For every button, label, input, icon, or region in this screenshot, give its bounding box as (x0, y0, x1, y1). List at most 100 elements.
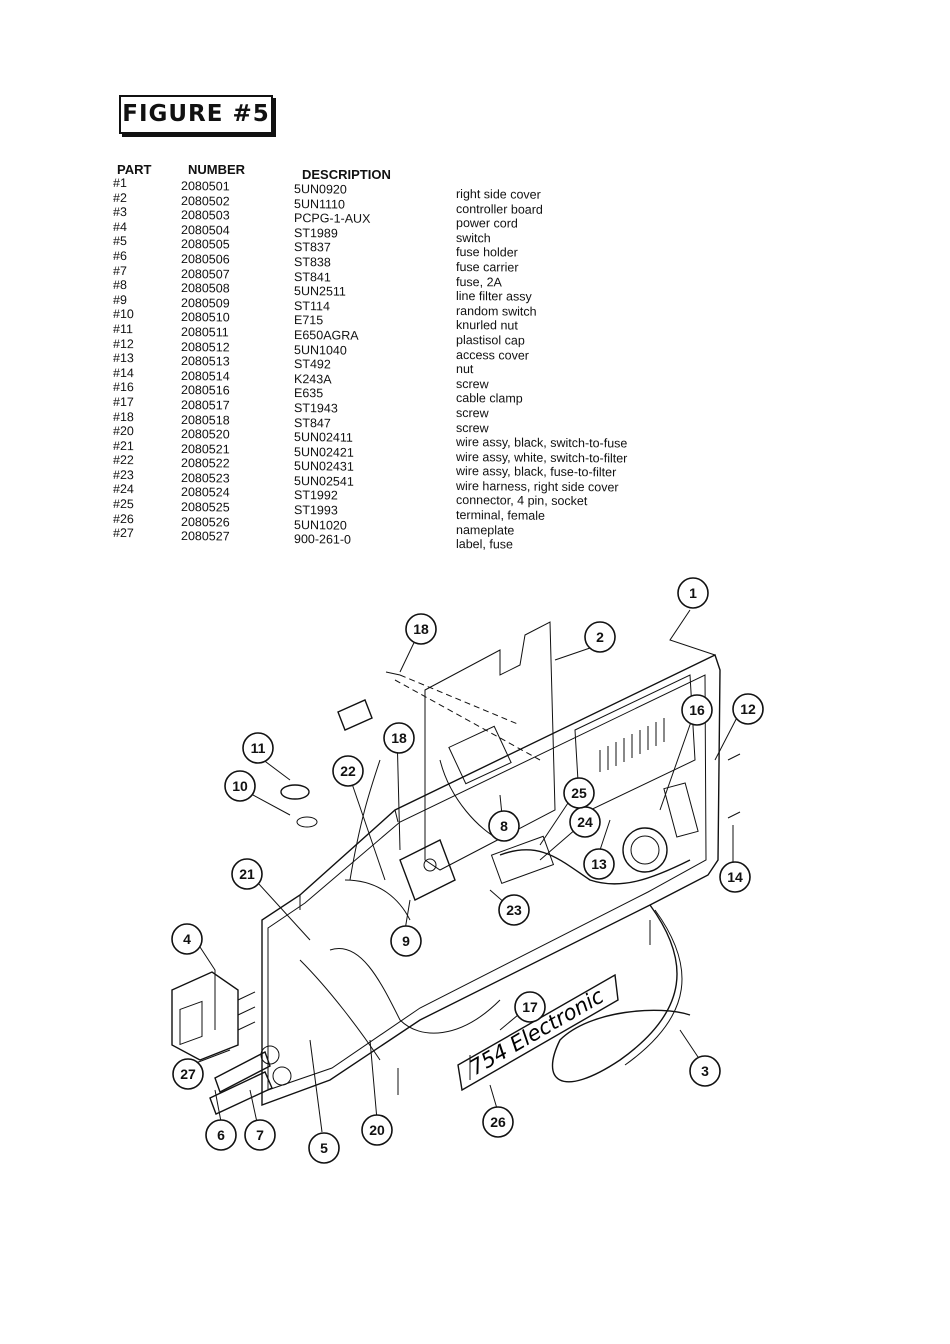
callout-label: 18 (413, 621, 429, 637)
part-description: right side cover (456, 187, 541, 202)
callout-9: 9 (390, 925, 422, 957)
part-number: 2080527 (181, 529, 230, 544)
part-code: 5UN1110 (294, 196, 345, 212)
number-column-header: NUMBER (188, 162, 246, 177)
callout-1: 1 (677, 577, 709, 609)
part-code: 5UN02421 (294, 444, 354, 460)
part-label: #13 (113, 351, 134, 366)
callout-label: 12 (740, 701, 756, 717)
callout-label: 13 (591, 856, 607, 872)
callout-18: 18 (383, 722, 415, 754)
part-description: knurled nut (456, 318, 518, 333)
callout-11: 11 (242, 732, 274, 764)
callout-label: 27 (180, 1066, 196, 1082)
part-label: #20 (113, 424, 134, 439)
callout-label: 6 (217, 1127, 225, 1143)
part-description: label, fuse (456, 537, 513, 552)
callout-21: 21 (231, 858, 263, 890)
callout-26: 26 (482, 1106, 514, 1138)
part-label: #18 (113, 409, 134, 424)
fuse-holder-parts (209, 1045, 292, 1115)
part-code: ST847 (294, 415, 331, 430)
part-label: #12 (113, 336, 134, 351)
part-code: ST492 (294, 357, 331, 372)
callout-label: 17 (522, 999, 538, 1015)
part-number: 2080513 (181, 354, 230, 369)
part-code: ST114 (294, 298, 330, 314)
part-code: E650AGRA (294, 327, 359, 343)
part-code: ST1992 (294, 488, 338, 503)
callout-17: 17 (514, 991, 546, 1023)
part-code: K243A (294, 371, 332, 387)
callout-8: 8 (488, 810, 520, 842)
callout-label: 21 (239, 866, 255, 882)
callout-label: 25 (571, 785, 587, 801)
part-code: PCPG-1-AUX (294, 211, 371, 227)
part-number: 2080502 (181, 193, 230, 209)
callout-23: 23 (498, 894, 530, 926)
part-label: #26 (113, 511, 134, 526)
part-label: #3 (113, 205, 127, 220)
part-description: access cover (456, 347, 529, 363)
power-cord (551, 904, 691, 1083)
part-description: power cord (456, 216, 518, 231)
part-number: 2080517 (181, 397, 230, 413)
part-number: 2080507 (181, 266, 230, 282)
part-number: 2080514 (181, 368, 230, 384)
callout-label: 3 (701, 1063, 709, 1079)
callout-16: 16 (681, 694, 713, 726)
part-number: 2080506 (181, 251, 230, 267)
part-number: 2080510 (181, 310, 230, 325)
nameplate (457, 973, 619, 1092)
callout-label: 20 (369, 1122, 385, 1138)
part-description: plastisol cap (456, 332, 525, 348)
part-description: wire assy, white, switch-to-filter (456, 449, 628, 466)
part-code: ST838 (294, 254, 331, 270)
random-switch (344, 839, 456, 921)
part-label: #24 (113, 482, 134, 497)
part-column-header: PART (117, 162, 152, 177)
part-code: 5UN2511 (294, 284, 346, 299)
part-code: 5UN02431 (294, 459, 354, 474)
callout-12: 12 (732, 693, 764, 725)
part-description: screw (456, 420, 489, 435)
part-description: fuse, 2A (456, 274, 502, 289)
hardware (280, 671, 741, 1095)
part-number: 2080523 (181, 470, 230, 486)
part-label: #11 (113, 321, 133, 337)
part-description: terminal, female (456, 508, 545, 523)
part-description: wire assy, black, fuse-to-filter (456, 464, 617, 480)
part-number: 2080503 (181, 208, 230, 223)
part-description: wire harness, right side cover (456, 478, 619, 495)
part-description: connector, 4 pin, socket (456, 493, 588, 509)
part-code: 5UN1020 (294, 517, 347, 533)
part-label: #16 (113, 380, 134, 395)
part-label: #14 (113, 365, 134, 380)
part-number: 2080518 (181, 412, 230, 427)
part-label: #9 (113, 292, 127, 307)
callout-label: 8 (500, 818, 508, 834)
callout-7: 7 (244, 1119, 276, 1151)
part-description: controller board (456, 201, 543, 217)
part-code: ST1989 (294, 225, 338, 241)
part-label: #23 (113, 467, 134, 483)
callout-label: 23 (506, 902, 522, 918)
callout-label: 16 (689, 702, 705, 718)
part-description: line filter assy (456, 289, 532, 304)
callout-label: 9 (402, 933, 410, 949)
callout-4: 4 (171, 923, 203, 955)
part-description: nameplate (456, 522, 515, 538)
part-description: fuse holder (456, 245, 518, 260)
part-number: 2080520 (181, 427, 230, 442)
part-label: #2 (113, 190, 127, 205)
part-description: cable clamp (456, 391, 523, 406)
callout-label: 4 (183, 931, 191, 947)
part-label: #6 (113, 248, 127, 264)
part-label: #17 (113, 394, 134, 410)
callout-18: 18 (405, 613, 437, 645)
part-number: 2080505 (181, 237, 230, 252)
callout-label: 5 (320, 1140, 328, 1156)
part-code: 5UN02541 (294, 473, 354, 489)
